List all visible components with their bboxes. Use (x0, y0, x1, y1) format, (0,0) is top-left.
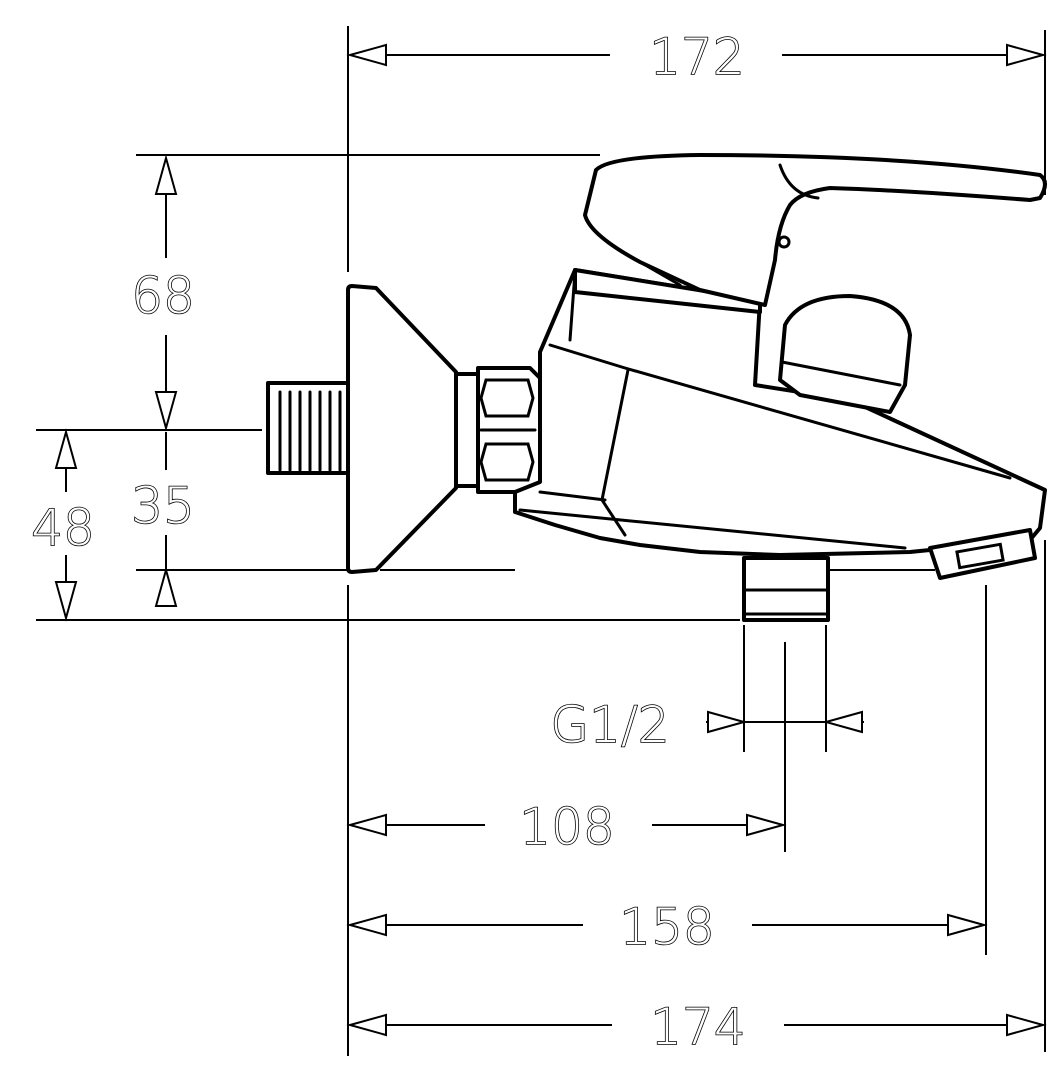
dimension-connection-below-label: 35 (131, 477, 195, 535)
dimension-spout-reach: 158 (346, 897, 988, 957)
dimension-height-below-label: 48 (31, 499, 95, 557)
coupling-neck (454, 372, 480, 488)
extension-lines (36, 26, 1046, 1056)
faucet-body (266, 153, 1047, 622)
thread-lines (278, 390, 342, 472)
dimension-top-width-label: 172 (649, 28, 744, 86)
dimension-overall-width: 174 (346, 997, 1047, 1057)
dimension-outlet-distance: 108 (346, 797, 787, 857)
dimension-height-below: 48 (30, 428, 96, 622)
dimension-height-above: 68 (130, 154, 196, 432)
spout-aerator (928, 528, 1037, 580)
dimension-top-width: 172 (346, 27, 1047, 87)
dimension-outlet-thread: G1/2 (550, 695, 864, 755)
dimension-outlet-distance-label: 108 (519, 798, 614, 856)
wall-flange (346, 284, 458, 574)
dimension-connection-below: 35 (130, 432, 196, 607)
lever-handle (583, 153, 1047, 307)
dimension-outlet-thread-label: G1/2 (550, 696, 669, 754)
dimension-height-above-label: 68 (131, 267, 195, 325)
diverter-knob (778, 294, 912, 414)
dimension-spout-reach-label: 158 (619, 898, 714, 956)
dimension-overall-width-label: 174 (650, 998, 745, 1056)
